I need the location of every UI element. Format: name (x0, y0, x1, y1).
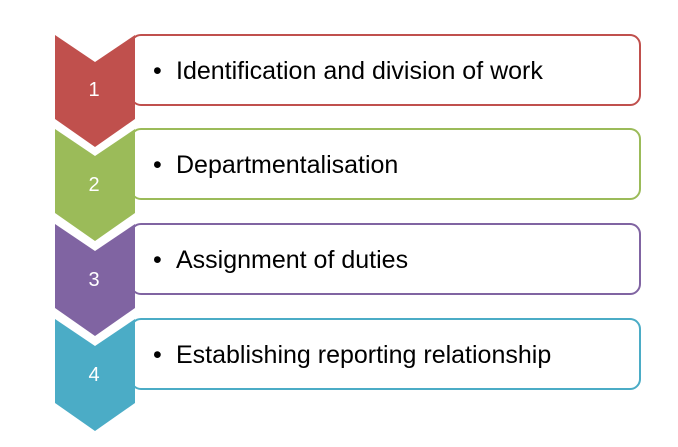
step-1: 1 • Identification and division of work (55, 34, 641, 147)
step-4-chevron (55, 319, 135, 431)
step-4-number: 4 (88, 364, 99, 386)
step-4: 4 • Establishing reporting relationship (55, 318, 641, 431)
step-3-number: 3 (88, 269, 99, 291)
step-3-chevron (55, 224, 135, 336)
step-2-number: 2 (88, 174, 99, 196)
step-1-number: 1 (88, 79, 99, 101)
step-2: 2 • Departmentalisation (55, 128, 641, 241)
step-1-chevron (55, 35, 135, 147)
step-1-bullet: • (153, 57, 162, 85)
step-1-label: Identification and division of work (176, 57, 543, 85)
step-2-label: Departmentalisation (176, 151, 398, 179)
step-3-label: Assignment of duties (176, 246, 408, 274)
step-4-label: Establishing reporting relationship (176, 341, 551, 369)
step-3-bullet: • (153, 246, 162, 274)
step-3: 3 • Assignment of duties (55, 223, 641, 336)
step-4-bullet: • (153, 341, 162, 369)
step-2-chevron (55, 129, 135, 241)
step-2-bullet: • (153, 151, 162, 179)
